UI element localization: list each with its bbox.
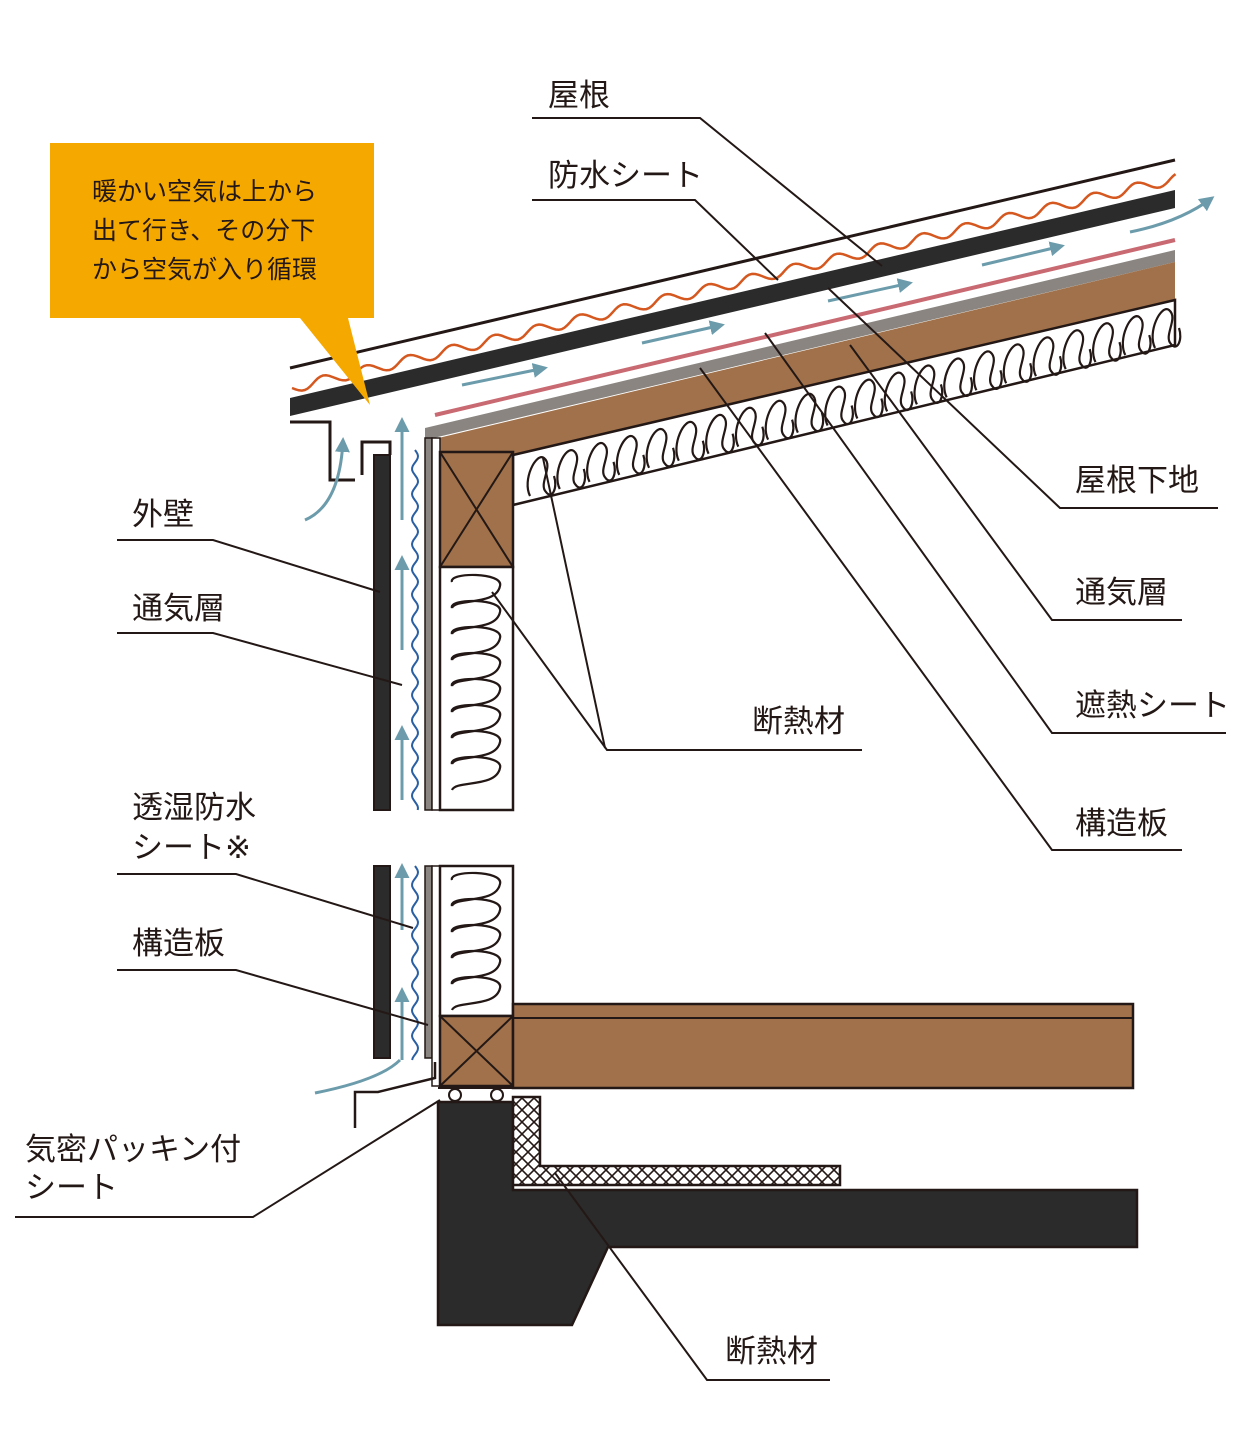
- leader-heat-shield: [764, 332, 1226, 734]
- outer-wall-lower: [373, 865, 391, 1059]
- label-wall-structural-board: 構造板: [132, 926, 225, 962]
- label-roof: 屋根: [548, 78, 610, 114]
- leader-roof: [532, 117, 883, 267]
- roof-finish-line: [289, 158, 1176, 370]
- roof-air-arrow: [827, 278, 913, 303]
- insulation-coil: [450, 573, 502, 791]
- leader-foundation-insulation: [554, 1172, 830, 1381]
- callout-line-3: から空気が入り循環: [92, 255, 317, 284]
- roof-insulation-coils: [526, 308, 1182, 497]
- leader-waterproof-sheet: [532, 199, 779, 281]
- insulation-coil: [943, 357, 974, 398]
- insulation-coil: [1032, 336, 1063, 377]
- insulation-coil: [556, 449, 587, 490]
- insulation-coil: [853, 378, 884, 419]
- label-airtight-sheet-1: 気密パッキン付: [25, 1132, 241, 1168]
- callout-line-2: 出て行き、その分下: [92, 216, 315, 245]
- leader-outer-wall: [117, 539, 381, 593]
- leader-airtight-sheet: [15, 1099, 441, 1218]
- insulation-coil: [824, 385, 854, 427]
- outer-wall-cap: [360, 440, 392, 475]
- breathable-sheet-upper: [410, 449, 420, 811]
- floor-beam: [511, 1002, 1135, 1090]
- airtight-packing: [448, 1088, 462, 1102]
- label-breathable-sheet-1: 透湿防水: [132, 790, 256, 826]
- wall-structural-board-upper: [424, 437, 433, 811]
- wall-insulation-coils: [450, 573, 502, 1011]
- leader-roof-structural-board: [699, 367, 1182, 851]
- leader-roof-insulation: [542, 457, 606, 749]
- wall-assembly: [304, 417, 1135, 1128]
- airtight-packing: [490, 1088, 504, 1102]
- labels: 屋根 防水シート 屋根下地 通気層 遮熱シート 構造板 断熱材 外壁 通気層 透…: [25, 78, 1230, 1370]
- insulation-coil: [1002, 343, 1033, 384]
- insulation-coil: [1151, 308, 1182, 349]
- leader-wall-insulation: [491, 591, 862, 751]
- insulation-coil: [1092, 322, 1122, 363]
- eave-air-arrow: [304, 437, 350, 522]
- roof-structural-board: [425, 250, 1175, 440]
- label-wall-ventilation: 通気層: [132, 591, 225, 627]
- insulation-coil: [973, 350, 1003, 391]
- insulation-coil: [450, 871, 502, 1011]
- top-plate-cross: [439, 451, 514, 568]
- roof-panel: [290, 190, 1175, 416]
- foundation-concrete: [436, 1100, 1139, 1327]
- insulation-coil: [1062, 329, 1093, 370]
- roof-air-arrow: [641, 320, 725, 345]
- insulation-coil: [764, 399, 795, 441]
- foundation-insulation: [511, 1095, 842, 1187]
- leader-roof-base: [827, 287, 1218, 509]
- label-airtight-sheet-2: シート: [25, 1170, 118, 1206]
- leader-lines: [15, 117, 1226, 1381]
- roof-air-arrow: [981, 241, 1065, 267]
- insulation-coil: [586, 442, 616, 483]
- leader-roof-ventilation: [849, 344, 1182, 621]
- label-breathable-sheet-2: シート※: [132, 830, 251, 866]
- insulation-coil: [615, 435, 646, 476]
- breathable-sheet-lower: [410, 865, 420, 1061]
- label-roof-insulation: 断熱材: [752, 704, 845, 740]
- insulation-coil: [734, 406, 765, 448]
- leader-breathable-sheet: [117, 873, 414, 929]
- outer-wall-upper: [373, 454, 391, 811]
- foundation: [436, 1095, 1139, 1327]
- label-heat-shield-sheet: 遮熱シート: [1075, 688, 1230, 724]
- callout: 暖かい空気は上から 出て行き、その分下 から空気が入り循環: [50, 143, 374, 405]
- roof-assembly: [289, 158, 1215, 507]
- waterproof-sheet-wave: [291, 173, 1177, 392]
- wall-insulation-upper: [438, 565, 515, 812]
- label-roof-structural-board: 構造板: [1075, 806, 1168, 842]
- roof-rafter: [430, 262, 1175, 460]
- leader-wall-structural-board: [117, 969, 429, 1026]
- sill-plate-cross: [439, 1015, 514, 1087]
- heat-shield-sheet: [434, 238, 1176, 417]
- insulation-coil: [794, 392, 825, 434]
- roof-eave-flashing: [290, 420, 355, 482]
- insulation-coil: [645, 427, 676, 469]
- callout-bubble: [50, 143, 374, 405]
- intake-air-arrow: [314, 1058, 402, 1095]
- label-waterproof-sheet: 防水シート: [548, 158, 703, 194]
- insulation-coil: [1121, 315, 1152, 356]
- wall-bottom-flashing: [353, 1062, 437, 1128]
- insulation-coil: [913, 364, 944, 405]
- wall-insulation-lower: [438, 864, 515, 1018]
- label-outer-wall: 外壁: [132, 497, 194, 533]
- wall-structural-board-lower: [424, 865, 433, 1059]
- insulation-coil: [883, 371, 914, 412]
- callout-line-1: 暖かい空気は上から: [92, 177, 317, 206]
- insulation-coil: [675, 420, 706, 462]
- label-roof-ventilation: 通気層: [1075, 575, 1168, 611]
- label-roof-base: 屋根下地: [1075, 463, 1199, 499]
- label-foundation-insulation: 断熱材: [725, 1334, 818, 1370]
- roof-air-exit-arrow: [1129, 196, 1215, 234]
- insulation-coil: [705, 413, 735, 455]
- roof-air-arrow: [461, 363, 548, 387]
- leader-wall-ventilation: [117, 632, 403, 686]
